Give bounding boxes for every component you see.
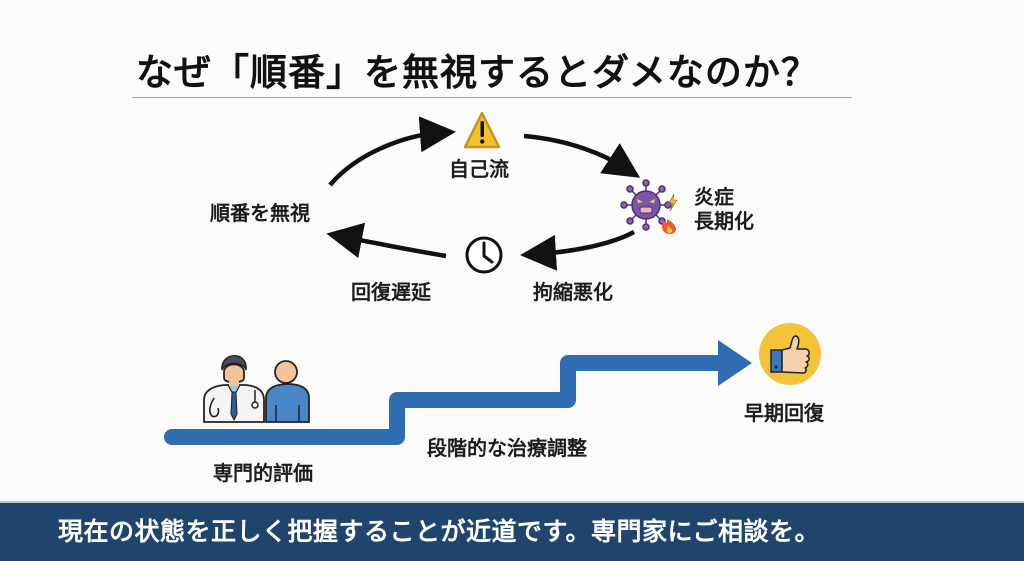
warning-icon <box>463 111 501 149</box>
arrow-selfstyle-to-inflammation <box>523 133 641 178</box>
virus-icon <box>620 179 672 231</box>
footer-banner <box>0 501 1024 561</box>
arrow-clock-to-ignore <box>326 222 447 259</box>
cycle-label-recovery-delay: 回復遅延 <box>351 280 431 304</box>
step-label-evaluation: 専門的評価 <box>213 461 313 485</box>
fire-icon <box>662 219 677 234</box>
progress-staircase <box>164 340 752 445</box>
cycle-label-inflammation-line2: 長期化 <box>694 209 754 233</box>
thumbs-up-icon <box>759 323 821 385</box>
cycle-label-self-style: 自己流 <box>449 157 509 181</box>
arrow-ignore-to-selfstyle <box>328 116 456 187</box>
step-label-early-recovery: 早期回復 <box>744 401 824 425</box>
cycle-label-inflammation: 炎症 長期化 <box>694 185 754 233</box>
clock-icon <box>465 236 503 274</box>
cycle-label-inflammation-line1: 炎症 <box>694 185 734 209</box>
arrow-inflammation-to-contracture <box>520 230 636 271</box>
staircase-arrowhead <box>718 340 752 386</box>
cycle-label-contracture: 拘縮悪化 <box>533 280 613 304</box>
doctor-patient-icon <box>203 355 310 423</box>
lightning-icon <box>668 193 678 212</box>
step-label-treatment: 段階的な治療調整 <box>427 436 587 460</box>
footer-message: 現在の状態を正しく把握することが近道です。専門家にご相談を。 <box>58 517 821 546</box>
page-title: なぜ「順番」を無視するとダメなのか？ <box>136 51 819 94</box>
cycle-label-ignore-order: 順番を無視 <box>210 201 310 225</box>
title-divider <box>132 97 852 98</box>
